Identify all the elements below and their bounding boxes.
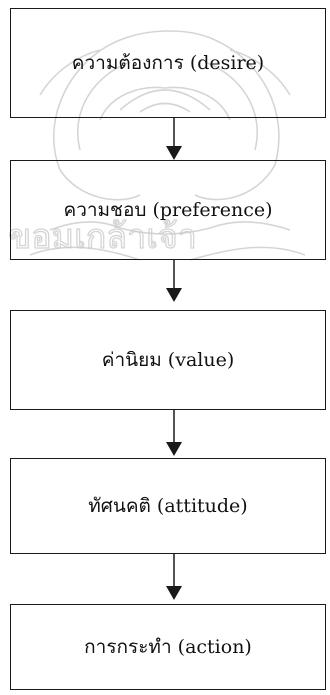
- flow-node-value-label: ค่านิยม (value): [101, 349, 235, 371]
- flow-node-desire: ความต้องการ (desire): [10, 8, 326, 118]
- flow-node-value: ค่านิยม (value): [10, 310, 326, 410]
- flow-node-attitude-label: ทัศนคติ (attitude): [88, 495, 248, 517]
- flow-arrow-4: [166, 554, 182, 600]
- flow-node-desire-label: ความต้องการ (desire): [71, 52, 265, 74]
- flow-node-action-label: การกระทำ (action): [84, 636, 252, 658]
- flow-node-attitude: ทัศนคติ (attitude): [10, 458, 326, 554]
- flow-node-action: การกระทำ (action): [10, 604, 326, 690]
- flow-node-preference: ความชอบ (preference): [10, 160, 326, 260]
- flow-node-preference-label: ความชอบ (preference): [63, 199, 273, 221]
- flow-arrow-1: [166, 118, 182, 160]
- flow-arrow-2: [166, 260, 182, 302]
- flow-arrow-3: [166, 410, 182, 456]
